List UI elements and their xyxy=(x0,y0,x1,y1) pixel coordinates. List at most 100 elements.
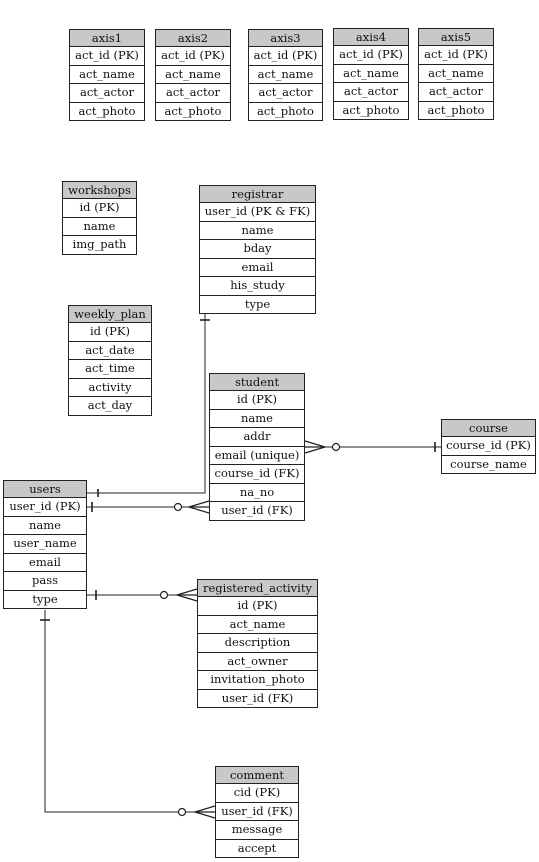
table-field: act_name xyxy=(198,616,317,634)
table-field: act_time xyxy=(69,360,151,379)
table-field: act_name xyxy=(334,65,408,83)
table-title: users xyxy=(4,481,86,498)
table-title: axis1 xyxy=(70,30,144,47)
table-field: user_id (FK) xyxy=(221,690,294,705)
table-title: axis3 xyxy=(249,30,322,47)
table-field: pass xyxy=(4,572,86,591)
crows-foot-marker xyxy=(188,500,210,508)
table-field: user_id (FK) xyxy=(221,503,293,517)
table-field: type xyxy=(244,296,271,311)
crows-foot-marker xyxy=(304,440,326,448)
crows-foot-marker xyxy=(176,594,198,602)
table-field: name xyxy=(210,410,304,428)
table-field: act_owner xyxy=(198,653,317,671)
table-title: registrar xyxy=(200,186,315,203)
table-field: addr xyxy=(210,428,304,447)
crows-foot-marker xyxy=(188,506,210,514)
table-field: user_name xyxy=(4,535,86,554)
crows-foot-marker xyxy=(194,805,216,813)
table-field: id (PK) xyxy=(198,597,317,616)
table-field: type xyxy=(32,591,58,606)
table-title: weekly_plan xyxy=(69,306,151,323)
table-title: axis2 xyxy=(156,30,230,47)
table-title: registered_activity xyxy=(198,580,317,597)
table-field: name xyxy=(4,517,86,535)
table-field: name xyxy=(63,218,136,236)
table-field: act_photo xyxy=(427,102,485,117)
table-field: act_name xyxy=(249,66,322,84)
table-field: email xyxy=(4,554,86,572)
table-field: id (PK) xyxy=(69,323,151,342)
table-title: student xyxy=(210,374,304,391)
table-field: act_actor xyxy=(156,84,230,103)
table-field: user_id (PK & FK) xyxy=(200,203,315,222)
table-field: name xyxy=(200,222,315,240)
table-field: course_id (FK) xyxy=(210,465,304,484)
table-title: axis4 xyxy=(334,29,408,46)
relationship-line xyxy=(44,610,215,813)
table-field: activity xyxy=(69,379,151,397)
table-field: email (unique) xyxy=(210,447,304,465)
table-field: act_id (PK) xyxy=(70,47,144,66)
table-field: act_actor xyxy=(249,84,322,103)
crows-foot-marker xyxy=(194,811,216,819)
table-title: axis5 xyxy=(419,29,493,46)
crows-foot-marker xyxy=(304,446,326,454)
table-field: act_actor xyxy=(70,84,144,103)
table-field: act_day xyxy=(87,398,133,412)
table-field: cid (PK) xyxy=(216,784,298,803)
table-field: description xyxy=(198,634,317,653)
table-field: message xyxy=(216,821,298,840)
table-field: his_study xyxy=(200,277,315,296)
table-field: act_actor xyxy=(334,83,408,102)
table-field: act_id (PK) xyxy=(156,47,230,66)
table-field: act_name xyxy=(70,66,144,84)
zero-marker xyxy=(173,502,183,512)
zero-marker xyxy=(177,807,187,817)
table-field: invitation_photo xyxy=(198,671,317,690)
table-field: email xyxy=(200,259,315,277)
table-field: act_name xyxy=(419,65,493,83)
table-title: comment xyxy=(216,767,298,784)
table-field: bday xyxy=(200,240,315,259)
table-field: act_id (PK) xyxy=(334,46,408,65)
table-field: course_name xyxy=(450,456,527,471)
zero-marker xyxy=(331,442,341,452)
table-field: img_path xyxy=(72,237,127,251)
table-field: user_id (FK) xyxy=(216,803,298,821)
table-field: id (PK) xyxy=(63,199,136,218)
zero-marker xyxy=(159,590,169,600)
table-field: act_date xyxy=(69,342,151,360)
table-field: act_name xyxy=(156,66,230,84)
table-field: act_id (PK) xyxy=(249,47,322,66)
relationship-line xyxy=(87,314,206,494)
table-field: na_no xyxy=(210,484,304,502)
table-field: id (PK) xyxy=(210,391,304,410)
table-field: accept xyxy=(237,840,277,855)
table-field: act_photo xyxy=(257,103,314,118)
table-field: act_id (PK) xyxy=(419,46,493,65)
table-field: course_id (PK) xyxy=(442,437,535,456)
crows-foot-marker xyxy=(176,588,198,596)
table-title: course xyxy=(442,420,535,437)
table-field: act_photo xyxy=(342,102,400,117)
table-field: act_photo xyxy=(78,103,136,118)
table-field: user_id (PK) xyxy=(4,498,86,517)
table-field: act_photo xyxy=(164,103,222,118)
table-field: act_actor xyxy=(419,83,493,102)
